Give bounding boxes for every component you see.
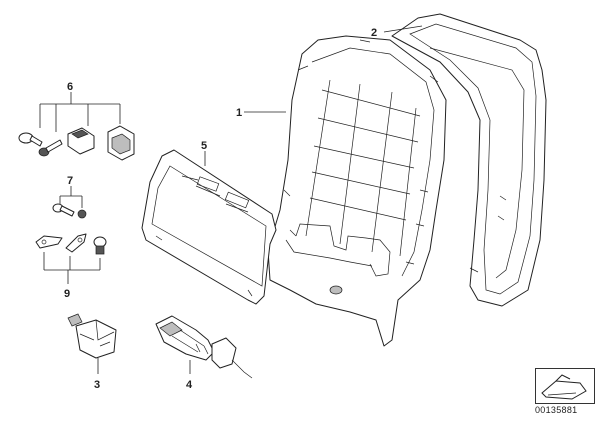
callout-2: 2 xyxy=(371,27,377,39)
part-3-module[interactable] xyxy=(67,313,117,374)
part-4-motor[interactable] xyxy=(155,315,253,379)
part-5-back-panel[interactable] xyxy=(141,149,277,305)
part-6-clips[interactable] xyxy=(18,92,135,161)
reference-number: 00135881 xyxy=(535,405,578,415)
leader-2 xyxy=(383,25,423,33)
callout-4: 4 xyxy=(186,379,193,391)
callout-9: 9 xyxy=(64,288,70,300)
part-1-backrest-frame[interactable] xyxy=(267,35,447,347)
callout-1: 1 xyxy=(236,107,242,119)
orientation-thumbnail xyxy=(535,368,595,404)
callout-3: 3 xyxy=(94,379,100,391)
orientation-arrow-icon xyxy=(541,374,587,400)
callout-7: 7 xyxy=(67,175,73,187)
callout-5: 5 xyxy=(201,140,207,152)
part-7-screw-set[interactable] xyxy=(52,186,87,219)
part-9-brackets[interactable] xyxy=(35,233,107,284)
part-2-backrest-cover[interactable] xyxy=(391,13,547,307)
callout-6: 6 xyxy=(67,81,73,93)
